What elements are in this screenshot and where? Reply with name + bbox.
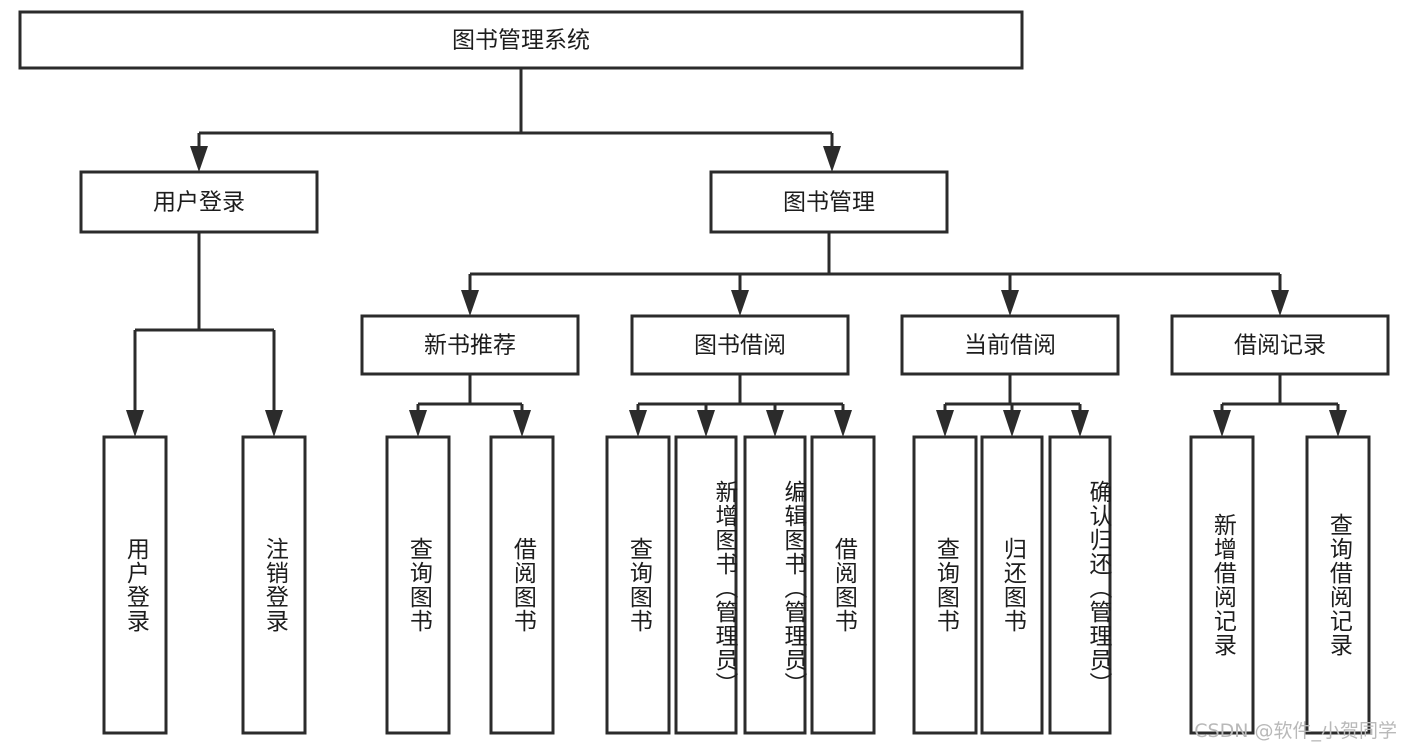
node-new-book-recommend[interactable]: 新书推荐 [360,314,580,376]
node-book-management-label: 图书管理 [783,190,875,216]
node-book-borrow-label: 图书借阅 [694,333,786,359]
node-root[interactable]: 图书管理系统 [18,10,1024,70]
node-current-borrow[interactable]: 当前借阅 [900,314,1120,376]
edge-borrowrecord-to-leaves [1213,374,1347,437]
leaf-rect-query-book-2 [605,435,671,735]
edge-bookborrow-to-leaves [629,374,852,437]
leaf-rect-borrow-book-2 [810,435,876,735]
node-root-label: 图书管理系统 [452,28,590,54]
edge-root-to-level2 [190,68,841,172]
node-user-login[interactable]: 用户登录 [79,170,319,234]
leaf-rect-return-book [980,435,1044,735]
leaf-rects [102,435,1371,735]
leaf-rect-query-book-3 [912,435,978,735]
edge-currentborrow-to-leaves [936,374,1089,437]
edge-newbook-to-leaves [409,374,531,437]
leaf-rect-logout-login [241,435,307,735]
leaf-rect-query-book-1 [385,435,451,735]
node-borrow-record-label: 借阅记录 [1234,333,1326,359]
leaf-rect-add-book-admin [674,435,738,735]
leaf-rect-user-login [102,435,168,735]
leaf-rect-confirm-return-admin [1048,435,1112,735]
leaf-rect-edit-book-admin [743,435,807,735]
node-user-login-label: 用户登录 [153,190,245,216]
edge-userlogin-to-leaves [126,232,283,437]
node-book-borrow[interactable]: 图书借阅 [630,314,850,376]
edge-bookmanagement-to-level3 [461,232,1289,316]
node-borrow-record[interactable]: 借阅记录 [1170,314,1390,376]
leaf-rect-query-borrow-record [1305,435,1371,735]
node-current-borrow-label: 当前借阅 [964,333,1056,359]
leaf-rect-borrow-book-1 [489,435,555,735]
node-new-book-recommend-label: 新书推荐 [424,333,516,359]
leaf-rect-add-borrow-record [1189,435,1255,735]
node-book-management[interactable]: 图书管理 [709,170,949,234]
